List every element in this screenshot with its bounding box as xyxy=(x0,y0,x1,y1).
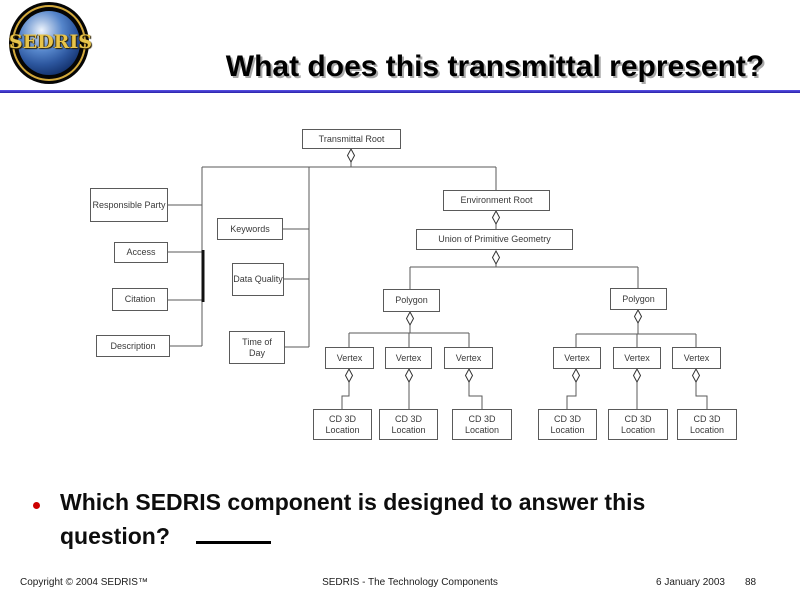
aggregation-diamond-icon xyxy=(691,367,701,384)
aggregation-diamond-icon xyxy=(346,147,356,164)
question-text-line1: Which SEDRIS component is designed to an… xyxy=(60,489,646,515)
node-cd-3d-location-5: CD 3D Location xyxy=(608,409,668,440)
title-divider-line xyxy=(0,90,800,93)
node-vertex-4: Vertex xyxy=(553,347,601,369)
footer-subtitle: SEDRIS - The Technology Components xyxy=(322,577,498,588)
footer-copyright: Copyright © 2004 SEDRIS™ xyxy=(20,577,148,588)
aggregation-diamond-icon xyxy=(491,209,501,226)
node-cd-3d-location-6: CD 3D Location xyxy=(677,409,737,440)
node-description: Description xyxy=(96,335,170,357)
node-environment-root: Environment Root xyxy=(443,190,550,211)
node-cd-3d-location-1: CD 3D Location xyxy=(313,409,372,440)
answer-blank-underline xyxy=(195,521,271,544)
node-polygon-right: Polygon xyxy=(610,288,667,310)
node-vertex-2: Vertex xyxy=(385,347,432,369)
node-cd-3d-location-4: CD 3D Location xyxy=(538,409,597,440)
node-keywords: Keywords xyxy=(217,218,283,240)
earth-globe-icon xyxy=(18,11,80,75)
node-cd-3d-location-2: CD 3D Location xyxy=(379,409,438,440)
aggregation-diamond-icon xyxy=(344,367,354,384)
node-vertex-3: Vertex xyxy=(444,347,493,369)
logo-gold-ring-icon xyxy=(12,5,86,81)
footer-page-number: 88 xyxy=(745,577,757,588)
node-vertex-5: Vertex xyxy=(613,347,661,369)
aggregation-diamond-icon xyxy=(404,367,414,384)
node-union-of-primitive-geometry: Union of Primitive Geometry xyxy=(416,229,573,250)
node-polygon-left: Polygon xyxy=(383,289,440,312)
aggregation-diamond-icons xyxy=(344,147,701,384)
aggregation-diamond-icon xyxy=(632,367,642,384)
node-vertex-6: Vertex xyxy=(672,347,721,369)
question-text-line2: question? xyxy=(60,521,760,550)
aggregation-diamond-icon xyxy=(405,310,415,327)
node-responsible-party: Responsible Party xyxy=(90,188,168,222)
logo-wordmark: SEDRIS xyxy=(9,31,93,53)
bullet-point-icon xyxy=(33,502,40,509)
node-access: Access xyxy=(114,242,168,263)
footer-date: 6 January 2003 xyxy=(656,577,725,588)
node-time-of-day: Time of Day xyxy=(229,331,285,364)
aggregation-diamond-icon xyxy=(491,249,501,266)
node-citation: Citation xyxy=(112,288,168,311)
tree-connector-lines xyxy=(168,147,708,409)
node-data-quality: Data Quality xyxy=(232,263,284,296)
sedris-logo: SEDRIS xyxy=(9,2,93,84)
aggregation-diamond-icon xyxy=(571,367,581,384)
aggregation-diamond-icon xyxy=(633,308,643,325)
question-text-line2-word: question? xyxy=(60,523,170,549)
node-vertex-1: Vertex xyxy=(325,347,374,369)
node-cd-3d-location-3: CD 3D Location xyxy=(452,409,512,440)
slide-title: What does this transmittal represent? xyxy=(225,50,765,83)
node-transmittal-root: Transmittal Root xyxy=(302,129,401,149)
aggregation-diamond-icon xyxy=(464,367,474,384)
